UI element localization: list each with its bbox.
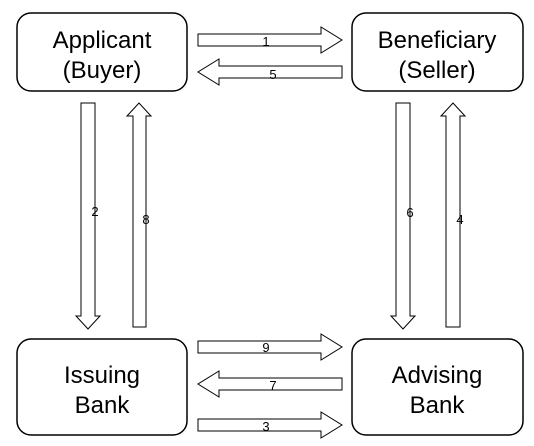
- beneficiary-box-line2: (Seller): [398, 57, 475, 84]
- arrow-1: 1: [197, 26, 343, 54]
- arrow-4-label: 4: [456, 212, 463, 227]
- applicant-box-line2: (Buyer): [63, 57, 142, 84]
- arrow-2-label: 2: [91, 204, 98, 219]
- arrow-7: 7: [197, 370, 343, 398]
- arrow-6-label: 6: [406, 205, 413, 220]
- applicant-box: Applicant (Buyer): [16, 12, 188, 92]
- arrow-2: 2: [74, 102, 102, 330]
- issuing-bank-box-line1: Issuing: [64, 362, 140, 389]
- arrow-1-label: 1: [262, 34, 269, 49]
- beneficiary-box-line1: Beneficiary: [378, 27, 497, 54]
- arrow-5-label: 5: [269, 67, 276, 82]
- issuing-bank-box: Issuing Bank: [16, 338, 188, 436]
- issuing-bank-box-line2: Bank: [75, 392, 131, 419]
- arrow-3-label: 3: [262, 419, 269, 434]
- beneficiary-box: Beneficiary (Seller): [351, 12, 524, 92]
- advising-bank-box: Advising Bank: [351, 338, 524, 436]
- arrow-7-label: 7: [269, 378, 276, 393]
- arrow-9-label: 9: [262, 340, 269, 355]
- arrow-8: 8: [125, 102, 153, 328]
- arrow-5: 5: [197, 58, 343, 86]
- arrow-8-label: 8: [142, 212, 149, 227]
- arrow-4: 4: [439, 102, 467, 328]
- arrow-6: 6: [389, 102, 417, 330]
- advising-bank-box-line1: Advising: [392, 362, 483, 389]
- arrow-9: 9: [197, 333, 343, 361]
- arrow-3: 3: [197, 411, 343, 439]
- applicant-box-line1: Applicant: [53, 27, 152, 54]
- advising-bank-box-line2: Bank: [410, 392, 466, 419]
